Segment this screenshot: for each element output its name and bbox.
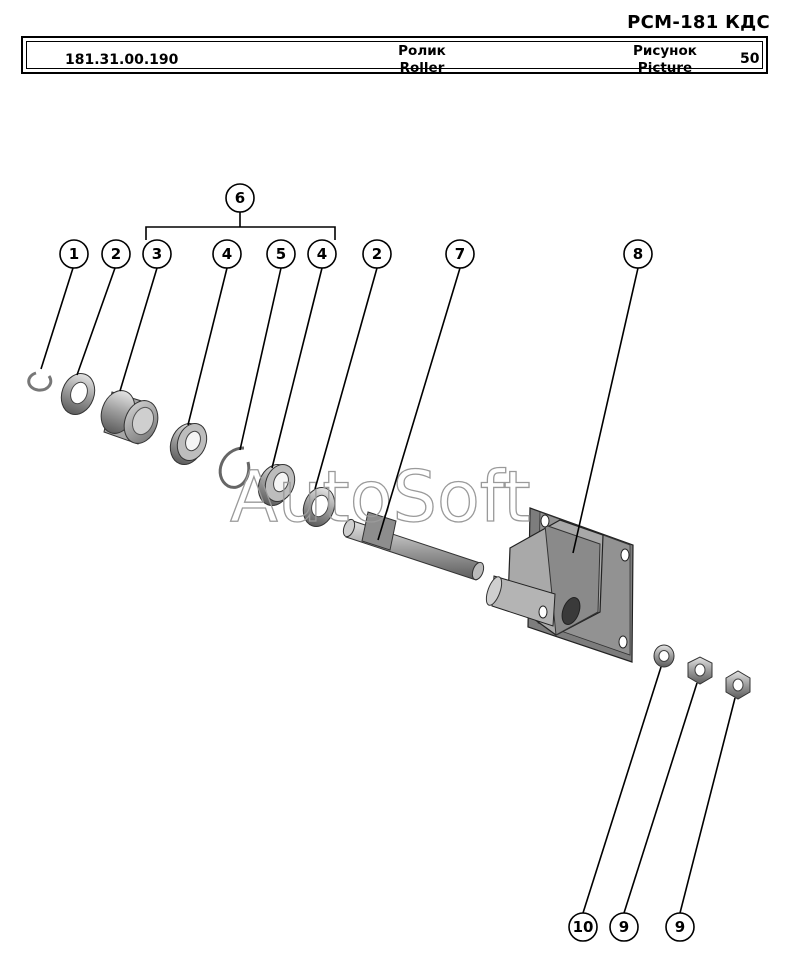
nut-part-9-right — [725, 670, 751, 700]
leader-4-left — [187, 267, 228, 426]
lock-washer-part-10 — [653, 644, 675, 668]
callout-8: 8 — [623, 239, 653, 269]
svg-text:8: 8 — [633, 245, 643, 263]
callout-9-left: 9 — [609, 912, 639, 942]
part-name-ru: Ролик — [398, 43, 446, 59]
bearing-part-4-left — [169, 423, 208, 465]
bearing-part-4-right — [257, 464, 296, 506]
svg-text:2: 2 — [372, 245, 382, 263]
leader-8 — [572, 267, 639, 554]
svg-text:6: 6 — [235, 189, 245, 207]
leader-7 — [377, 267, 461, 541]
washer-part-2-left — [60, 373, 96, 415]
callout-4-right: 4 — [307, 239, 337, 269]
callout-4-left: 4 — [212, 239, 242, 269]
leader-9-right — [679, 697, 736, 914]
header-table: 181.31.00.190 Ролик Roller Рисунок Pictu… — [21, 36, 768, 76]
leader-9-left — [623, 682, 698, 914]
svg-text:4: 4 — [222, 245, 232, 263]
callout-9-right: 9 — [665, 912, 695, 942]
callout-7: 7 — [445, 239, 475, 269]
group-bracket-6 — [145, 212, 336, 240]
callout-5: 5 — [266, 239, 296, 269]
leader-4-right — [271, 267, 323, 469]
retaining-ring-part-1 — [27, 371, 53, 392]
svg-text:4: 4 — [317, 245, 327, 263]
svg-text:10: 10 — [573, 918, 594, 936]
picture-number: 50 — [740, 51, 760, 67]
callout-1: 1 — [59, 239, 89, 269]
header-inner-frame: 181.31.00.190 Ролик Roller Рисунок Pictu… — [26, 41, 763, 76]
leader-5 — [239, 267, 282, 451]
svg-text:9: 9 — [675, 918, 685, 936]
leader-3 — [119, 267, 158, 392]
svg-text:5: 5 — [276, 245, 286, 263]
callout-6: 6 — [225, 183, 255, 213]
roller-sleeve-part-3 — [100, 390, 159, 445]
callout-3: 3 — [142, 239, 172, 269]
callout-10: 10 — [568, 912, 598, 942]
leader-10 — [582, 666, 662, 914]
picture-label-en: Picture — [637, 60, 693, 76]
bracket-housing-part-8 — [485, 507, 634, 663]
picture-label: Рисунок Picture — [625, 43, 705, 77]
part-name-en: Roller — [399, 60, 445, 76]
picture-label-ru: Рисунок — [633, 43, 697, 59]
svg-text:1: 1 — [69, 245, 79, 263]
callout-2-right: 2 — [362, 239, 392, 269]
model-title: РСМ-181 КДС — [627, 12, 770, 33]
nut-part-9-left — [687, 656, 713, 685]
leader-2-left — [76, 267, 116, 376]
circlip-part-5 — [218, 446, 251, 489]
part-name: Ролик Roller — [367, 43, 477, 77]
leader-1 — [40, 267, 74, 370]
svg-text:9: 9 — [619, 918, 629, 936]
leader-2-right — [314, 267, 378, 490]
watermark-text: AutoSoft — [230, 456, 531, 538]
svg-text:7: 7 — [455, 245, 465, 263]
callout-2-left: 2 — [101, 239, 131, 269]
svg-text:2: 2 — [111, 245, 121, 263]
svg-text:3: 3 — [152, 245, 162, 263]
washer-part-2-right — [302, 487, 336, 527]
part-number: 181.31.00.190 — [65, 52, 179, 68]
